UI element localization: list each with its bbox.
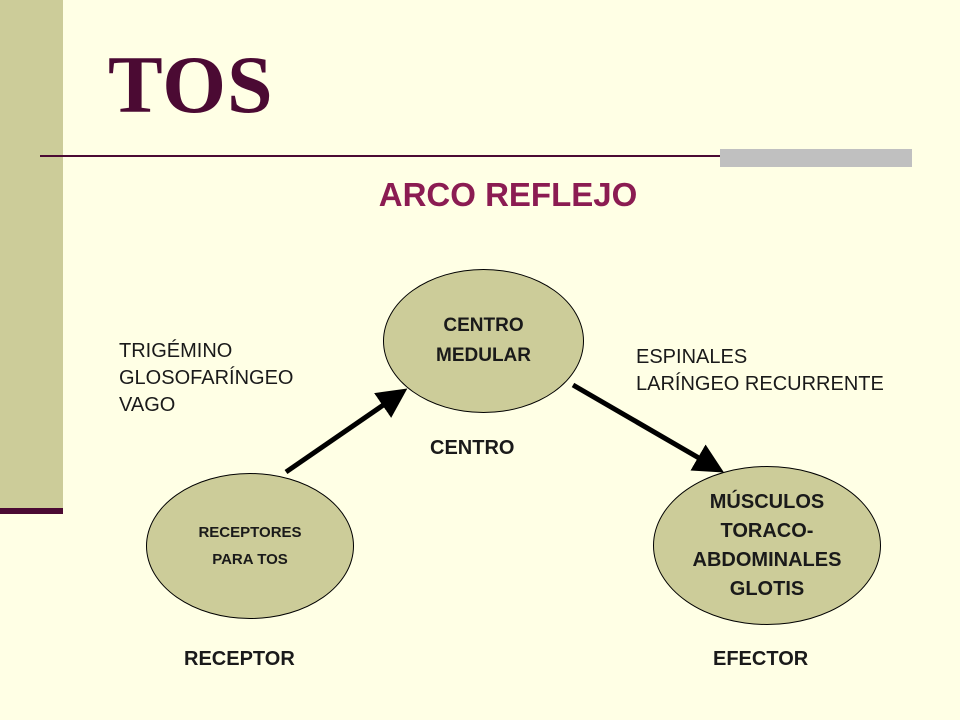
- side-bar: [0, 0, 63, 512]
- receptor-label: RECEPTOR: [184, 648, 295, 670]
- title-divider-accent: [720, 149, 912, 167]
- receptores-node: RECEPTORES PARA TOS: [146, 473, 354, 619]
- centro-label: CENTRO: [430, 437, 515, 459]
- slide-title: TOS: [108, 39, 274, 130]
- centro-medular-text: CENTRO MEDULAR: [436, 315, 531, 366]
- musculos-node: MÚSCULOS TORACO- ABDOMINALES GLOTIS: [653, 466, 881, 625]
- efector-label: EFECTOR: [713, 648, 809, 670]
- receptores-text: RECEPTORES PARA TOS: [198, 524, 302, 568]
- afferent-arrow: [284, 388, 408, 475]
- afferent-nerves-list: TRIGÉMINO GLOSOFARÍNGEO VAGO: [119, 340, 294, 416]
- slide-subtitle: ARCO REFLEJO: [378, 176, 638, 213]
- side-bar-accent: [0, 508, 63, 514]
- efferent-arrow: [571, 382, 724, 473]
- musculos-text: MÚSCULOS TORACO- ABDOMINALES GLOTIS: [692, 490, 842, 600]
- centro-medular-node: CENTRO MEDULAR: [383, 269, 584, 413]
- title-divider: [40, 155, 912, 157]
- efferent-nerves-list: ESPINALES LARÍNGEO RECURRENTE: [636, 346, 884, 395]
